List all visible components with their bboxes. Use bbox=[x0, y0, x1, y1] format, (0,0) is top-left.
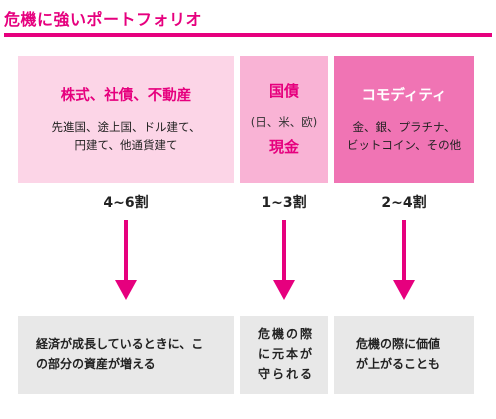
asset-detail-line: 先進国、途上国、ドル建て、 bbox=[51, 120, 201, 134]
allocation-ratio: 4~6割 bbox=[103, 195, 149, 211]
asset-box-commodity: コモディティ 金、銀、プラチナ、 ビットコイン、その他 bbox=[334, 56, 474, 183]
asset-detail: (日、米、欧) bbox=[250, 115, 318, 129]
outcome-text: 経済が成長しているときに、こ の部分の資産が増える bbox=[36, 334, 224, 374]
asset-box-safe: 国債 (日、米、欧) 現金 bbox=[240, 56, 328, 183]
outcome-line: 経済が成長しているときに、こ bbox=[36, 337, 204, 351]
asset-heading: コモディティ bbox=[361, 88, 447, 104]
asset-detail-line: 円建て、他通貨建て bbox=[74, 138, 178, 152]
arrow-down-icon bbox=[115, 220, 137, 300]
outcome-text: 危機の際に価値 が上がることも bbox=[356, 334, 464, 374]
asset-detail: 先進国、途上国、ドル建て、 円建て、他通貨建て bbox=[18, 118, 234, 154]
asset-heading-secondary: 現金 bbox=[268, 138, 299, 156]
asset-detail-line: 金、銀、プラチナ、 bbox=[352, 120, 456, 134]
outcome-line: 危機の際 bbox=[258, 327, 315, 341]
allocation-ratio: 1~3割 bbox=[261, 195, 307, 211]
outcome-box: 危機の際 に元本が 守られる bbox=[240, 316, 328, 394]
arrow-down-icon bbox=[273, 220, 295, 300]
allocation-ratio: 2~4割 bbox=[381, 195, 427, 211]
asset-box-growth: 株式、社債、不動産 先進国、途上国、ドル建て、 円建て、他通貨建て bbox=[18, 56, 234, 183]
outcome-line: の部分の資産が増える bbox=[36, 357, 156, 371]
asset-heading: 株式、社債、不動産 bbox=[60, 88, 192, 104]
outcome-line: 守られる bbox=[258, 367, 315, 381]
page-title: 危機に強いポートフォリオ bbox=[4, 10, 203, 29]
outcome-line: が上がることも bbox=[356, 357, 441, 371]
outcome-line: に元本が bbox=[258, 347, 315, 361]
title-underline bbox=[4, 33, 492, 37]
outcome-text: 危機の際 に元本が 守られる bbox=[258, 324, 318, 384]
asset-detail: 金、銀、プラチナ、 ビットコイン、その他 bbox=[334, 118, 474, 154]
asset-detail-line: ビットコイン、その他 bbox=[346, 138, 462, 152]
outcome-line: 危機の際に価値 bbox=[356, 337, 441, 351]
outcome-box: 危機の際に価値 が上がることも bbox=[334, 316, 474, 394]
arrow-down-icon bbox=[393, 220, 415, 300]
outcome-box: 経済が成長しているときに、こ の部分の資産が増える bbox=[18, 316, 234, 394]
asset-heading: 国債 bbox=[268, 82, 299, 100]
